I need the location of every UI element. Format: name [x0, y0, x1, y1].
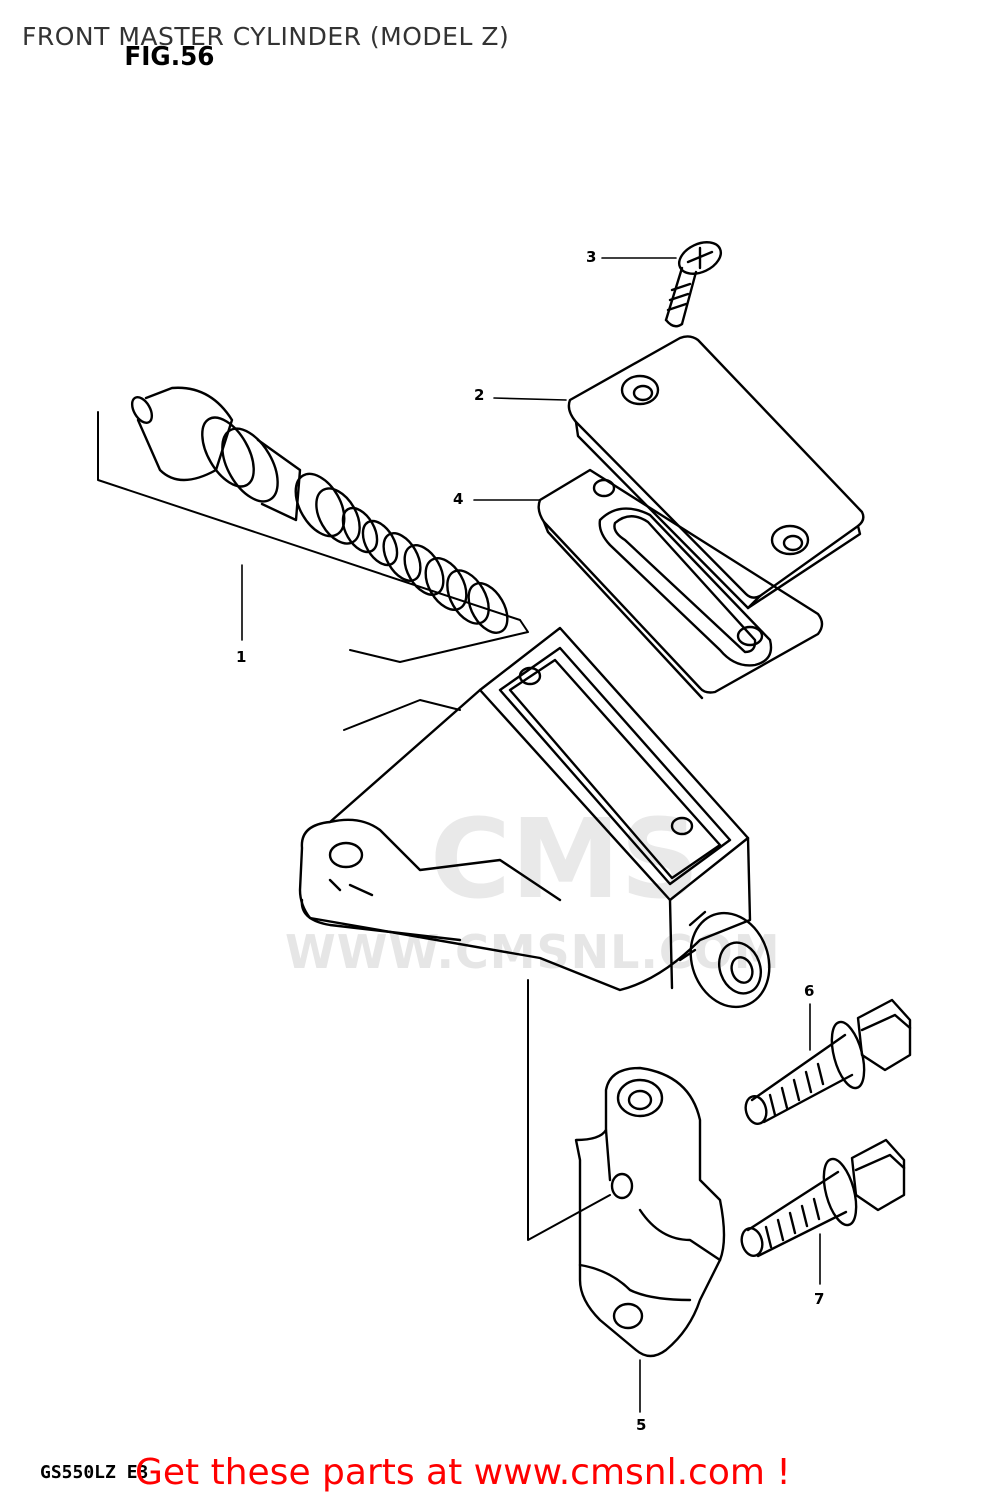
callout-1: 1 [236, 648, 247, 666]
callout-7: 7 [814, 1290, 825, 1308]
callout-2: 2 [474, 386, 485, 404]
model-code: GS550LZ E3 [40, 1462, 149, 1483]
callout-6: 6 [804, 982, 815, 1000]
callout-3: 3 [586, 248, 597, 266]
callout-5: 5 [636, 1416, 647, 1434]
part-1-piston-assembly[interactable] [128, 386, 515, 640]
master-cylinder-body[interactable] [298, 626, 782, 1018]
watermark-url: WWW.CMSNL.COM [285, 925, 781, 979]
part-6-bolt[interactable] [743, 998, 912, 1126]
callout-4: 4 [453, 490, 464, 508]
part-7-bolt[interactable] [739, 1138, 906, 1258]
part-5-clamp[interactable] [574, 1066, 726, 1358]
page-title: FRONT MASTER CYLINDER (MODEL Z) [22, 22, 510, 51]
part-2-reservoir-cap[interactable] [567, 335, 865, 610]
leader-lines [241, 257, 821, 1413]
part-4-diaphragm[interactable] [537, 468, 824, 700]
part-3-screw[interactable] [664, 236, 726, 328]
figure-number: FIG.56 [124, 42, 215, 72]
cta-link[interactable]: Get these parts at www.cmsnl.com ! [135, 1452, 791, 1493]
